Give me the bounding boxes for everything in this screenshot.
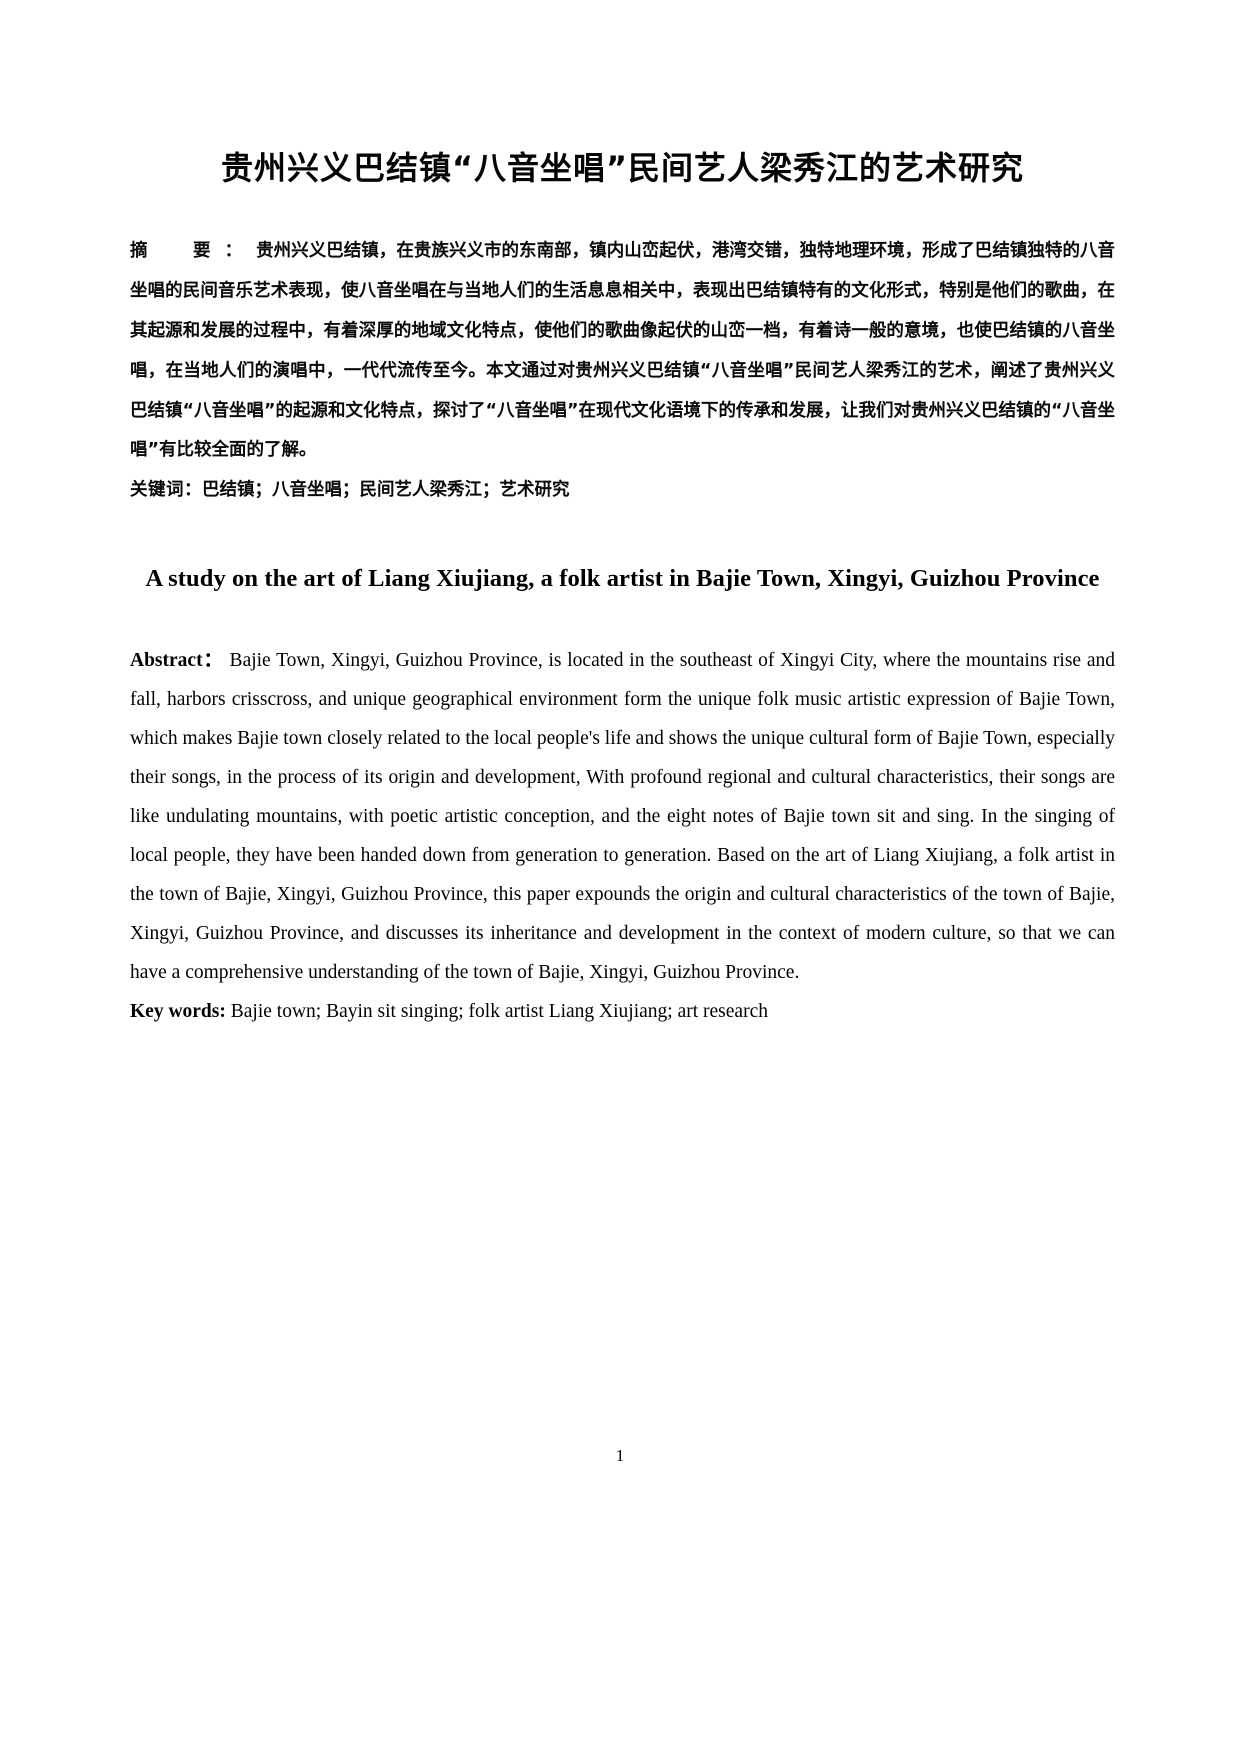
- page-number: 1: [615, 1446, 625, 1465]
- chinese-abstract-text: 贵州兴义巴结镇，在贵族兴义市的东南部，镇内山峦起伏，港湾交错，独特地理环境，形成…: [130, 241, 1116, 461]
- english-abstract-section: Abstract： Bajie Town, Xingyi, Guizhou Pr…: [130, 641, 1115, 1031]
- english-keywords-label: Key words:: [130, 1000, 226, 1022]
- chinese-title: 贵州兴义巴结镇“八音坐唱”民间艺人梁秀江的艺术研究: [220, 149, 1025, 187]
- english-abstract-text: Bajie Town, Xingyi, Guizhou Province, is…: [130, 649, 1115, 983]
- page-content: 贵州兴义巴结镇“八音坐唱”民间艺人梁秀江的艺术研究 摘 要：贵州兴义巴结镇，在贵…: [130, 0, 1115, 1031]
- english-keywords-text: Bajie town; Bayin sit singing; folk arti…: [225, 1000, 768, 1022]
- chinese-keywords-paragraph: 关键词：巴结镇；八音坐唱；民间艺人梁秀江；艺术研究: [130, 471, 1115, 511]
- english-keywords-paragraph: Key words: Bajie town; Bayin sit singing…: [130, 992, 1115, 1031]
- english-abstract-paragraph: Abstract： Bajie Town, Xingyi, Guizhou Pr…: [130, 641, 1115, 992]
- chinese-abstract-paragraph: 摘 要：贵州兴义巴结镇，在贵族兴义市的东南部，镇内山峦起伏，港湾交错，独特地理环…: [130, 232, 1115, 471]
- english-abstract-label: Abstract：: [130, 649, 224, 671]
- english-title: A study on the art of Liang Xiujiang, a …: [145, 565, 1100, 593]
- chinese-abstract-label: 摘 要：: [130, 241, 257, 261]
- chinese-keywords-text: 巴结镇；八音坐唱；民间艺人梁秀江；艺术研究: [202, 480, 570, 501]
- chinese-keywords-label: 关键词：: [130, 480, 202, 501]
- chinese-abstract-section: 摘 要：贵州兴义巴结镇，在贵族兴义市的东南部，镇内山峦起伏，港湾交错，独特地理环…: [130, 232, 1115, 511]
